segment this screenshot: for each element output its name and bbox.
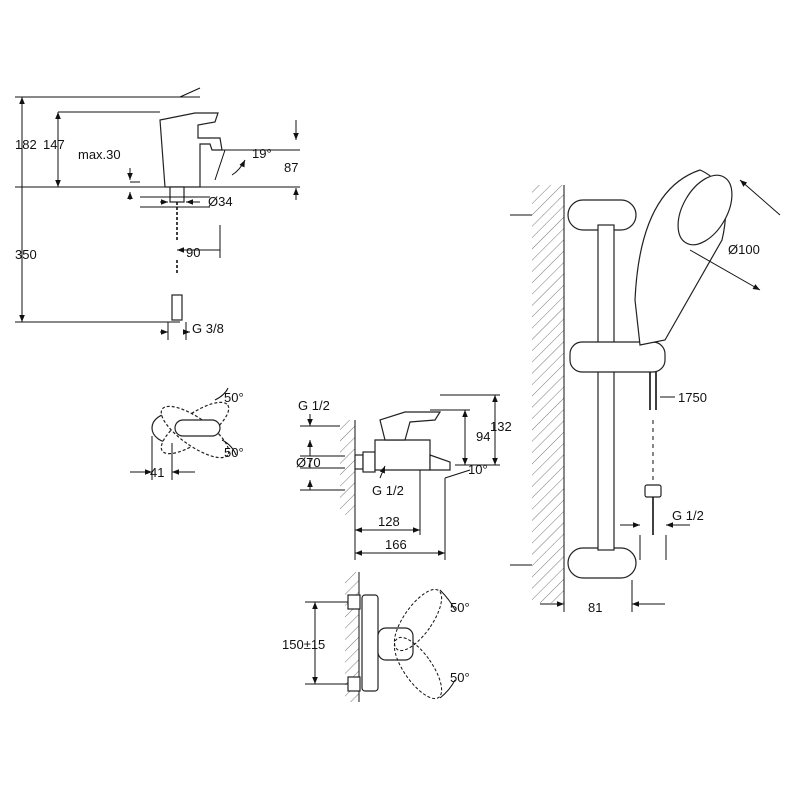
angle-50-down-front: 50° <box>450 670 470 685</box>
dim-g12-top: G 1/2 <box>298 398 330 413</box>
dim-350: 350 <box>15 247 37 262</box>
shower-set-drawing: Ø100 1750 G 1/2 81 <box>510 169 781 615</box>
bath-mixer-side-view: G 1/2 Ø70 94 132 10° G 1/2 128 166 <box>296 394 512 560</box>
dim-g38: G 3/8 <box>192 321 224 336</box>
dim-128: 128 <box>378 514 400 529</box>
dim-d100: Ø100 <box>728 242 760 257</box>
dim-90: 90 <box>186 245 200 260</box>
angle-50-down: 50° <box>224 445 244 460</box>
dim-182: 182 <box>15 137 37 152</box>
dim-max-30: max.30 <box>78 147 121 162</box>
dim-d70: Ø70 <box>296 455 321 470</box>
dim-g12-shower: G 1/2 <box>672 508 704 523</box>
dim-87: 87 <box>284 160 298 175</box>
dim-166: 166 <box>385 537 407 552</box>
dim-1750: 1750 <box>678 390 707 405</box>
bath-mixer-front-view: 150±15 50° 50° <box>282 572 470 702</box>
dim-10-deg: 10° <box>468 462 488 477</box>
dim-19-deg: 19° <box>252 146 272 161</box>
angle-50-up: 50° <box>224 390 244 405</box>
dim-d34: Ø34 <box>208 194 233 209</box>
dim-94: 94 <box>476 429 490 444</box>
angle-50-up-front: 50° <box>450 600 470 615</box>
dim-41: 41 <box>150 465 164 480</box>
dim-150-15: 150±15 <box>282 637 325 652</box>
basin-mixer-drawing: 182 147 max.30 19° 87 Ø34 90 350 G 3/8 <box>15 87 300 340</box>
dim-132: 132 <box>490 419 512 434</box>
basin-lever-top-view: 50° 50° 41 <box>130 387 244 480</box>
dim-g12-outlet: G 1/2 <box>372 483 404 498</box>
dim-147: 147 <box>43 137 65 152</box>
dim-81: 81 <box>588 600 602 615</box>
